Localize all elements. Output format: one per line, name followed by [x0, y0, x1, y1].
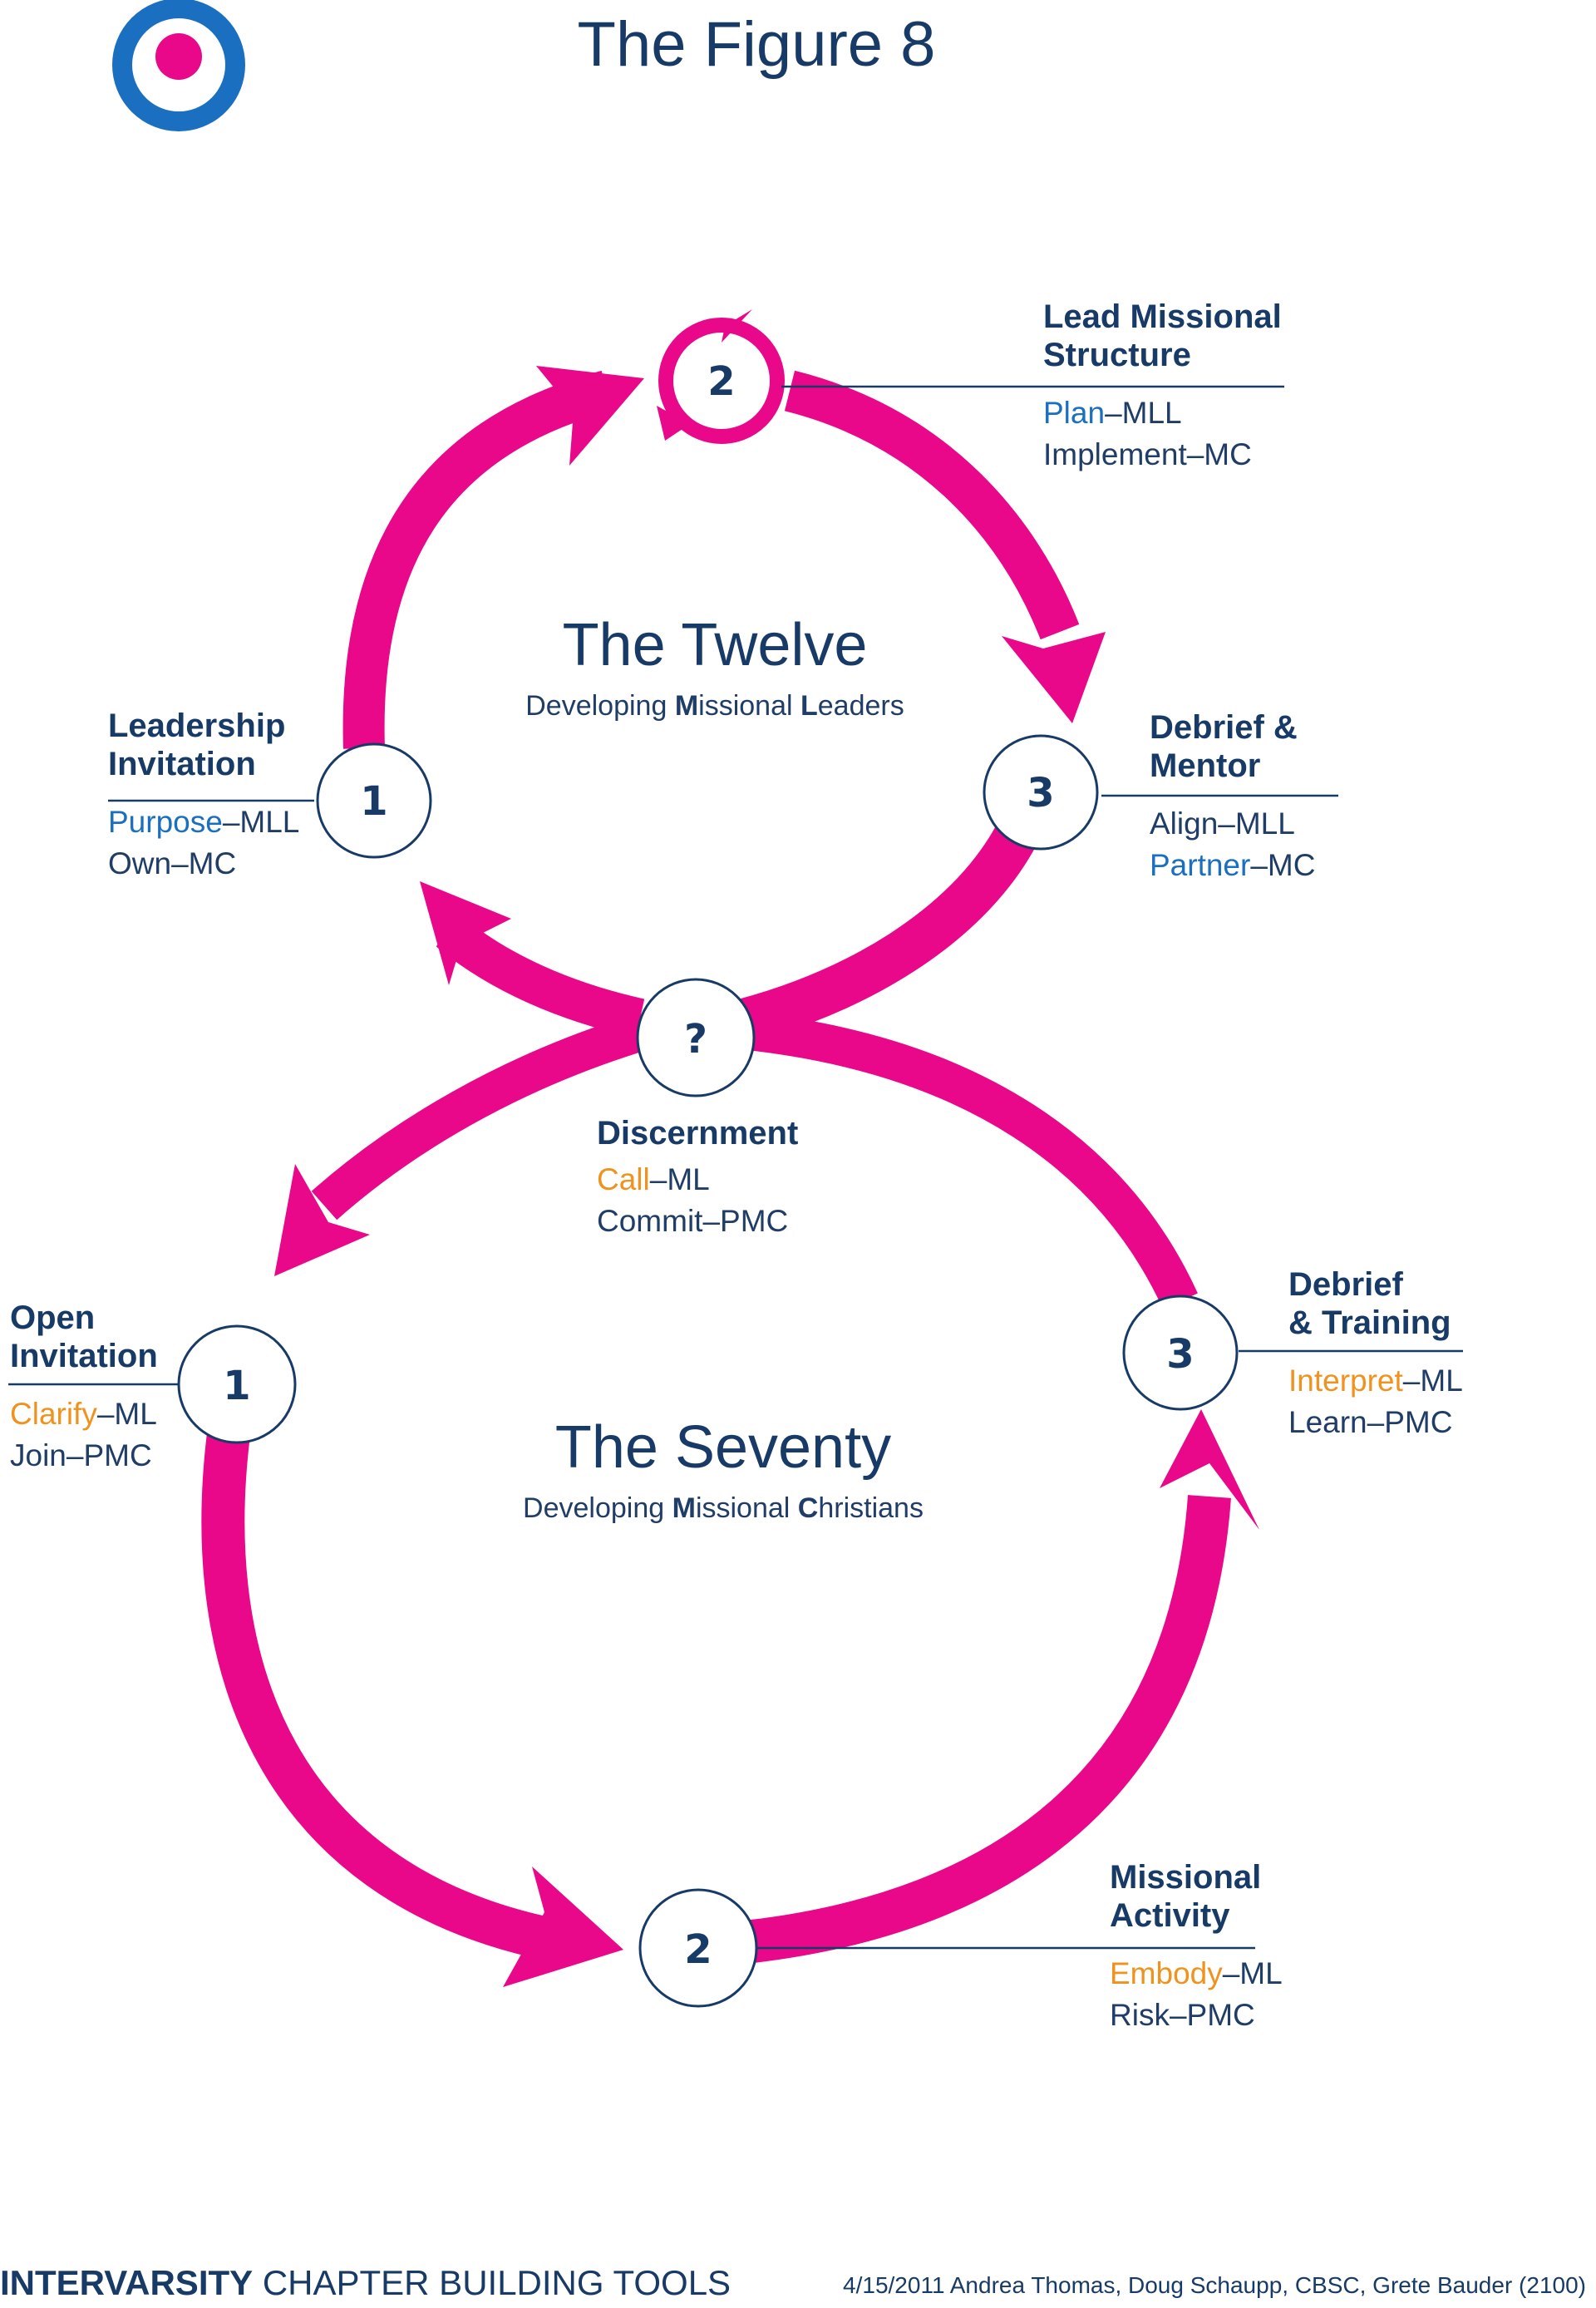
node-upper-1-line1: Purpose–MLL	[108, 805, 300, 839]
node-upper-2-line1: Plan–MLL	[1043, 396, 1182, 430]
node-lower-3-heading-2: & Training	[1288, 1304, 1451, 1341]
upper-loop-name: The Twelve	[562, 612, 868, 678]
arrowhead-to-structure	[536, 366, 644, 466]
arc-open-invitation-to-activity	[201, 1431, 545, 1959]
node-center	[636, 978, 756, 1097]
ring-arrowhead-bottom	[657, 406, 690, 441]
node-lower-1-heading-1: Open	[10, 1299, 96, 1336]
node-lower-3	[1122, 1295, 1239, 1411]
node-upper-2-number: 2	[707, 358, 735, 405]
node-lower-1-line2: Join–PMC	[10, 1438, 152, 1472]
arc-debrief-to-discernment	[694, 794, 1052, 1053]
footer-credits: 4/15/2011 Andrea Thomas, Doug Schaupp, C…	[843, 2272, 1586, 2298]
node-center-heading: Discernment	[597, 1115, 799, 1152]
arc-activity-to-debrief-training	[749, 1495, 1231, 1963]
node-upper-1	[316, 742, 432, 859]
upper-loop-tagline: Developing Missional Leaders	[525, 690, 904, 722]
ring-arrowhead-top	[722, 309, 752, 343]
node-upper-1-line2: Own–MC	[108, 846, 237, 880]
arc-discernment-to-leadership	[436, 915, 645, 1038]
node-upper-3	[983, 734, 1099, 851]
node-upper-3-number: 3	[1027, 770, 1054, 816]
page-title: The Figure 8	[577, 9, 936, 80]
arc-discernment-to-open-invitation	[311, 1012, 650, 1221]
node-lower-1-line1: Clarify–ML	[10, 1397, 157, 1431]
node-lower-3-line2: Learn–PMC	[1288, 1405, 1453, 1439]
node-center-line1: Call–ML	[597, 1162, 710, 1196]
node-upper-2-heading-1: Lead Missional	[1043, 298, 1282, 335]
arrowhead-to-debrief-training	[1160, 1409, 1259, 1530]
arrowhead-to-open-invitation	[274, 1164, 370, 1276]
footer-brand-name: INTERVARSITY	[0, 2263, 254, 2302]
node-upper-1-label: Leadership Invitation Purpose–MLL Own–MC	[108, 707, 299, 885]
node-upper-1-heading-1: Leadership	[108, 708, 286, 744]
node-upper-2-heading-2: Structure	[1043, 337, 1191, 373]
node-lower-2-label: Missional Activity Embody–ML Risk–PMC	[1110, 1858, 1283, 2036]
node-lower-2-heading-1: Missional	[1110, 1859, 1262, 1896]
node-upper-3-line2: Partner–MC	[1150, 848, 1316, 882]
lower-loop-name: The Seventy	[554, 1414, 892, 1481]
node-lower-1	[177, 1324, 297, 1444]
node-upper-3-line1: Align–MLL	[1150, 806, 1295, 841]
node-upper-2-label: Lead Missional Structure Plan–MLL Implem…	[1043, 298, 1282, 476]
footer-brand: INTERVARSITY CHAPTER BUILDING TOOLS	[0, 2263, 731, 2303]
node-center-line2: Commit–PMC	[597, 1204, 789, 1238]
node-upper-1-number: 1	[360, 778, 387, 825]
arrowhead-to-leadership	[420, 881, 511, 985]
node-lower-1-heading-2: Invitation	[10, 1338, 158, 1374]
node-lower-3-heading-1: Debrief	[1288, 1266, 1403, 1303]
footer-tools: CHAPTER BUILDING TOOLS	[253, 2263, 732, 2302]
node-center-label: Discernment Call–ML Commit–PMC	[597, 1114, 798, 1242]
arc-leadership-to-structure	[342, 370, 613, 749]
node-lower-2-number: 2	[684, 1926, 712, 1973]
cycle-ring	[658, 318, 785, 444]
node-upper-2-line2: Implement–MC	[1043, 437, 1252, 471]
node-lower-2-heading-2: Activity	[1110, 1897, 1230, 1934]
node-lower-3-number: 3	[1166, 1331, 1194, 1378]
node-lower-2	[638, 1888, 758, 2008]
node-lower-2-line2: Risk–PMC	[1110, 1998, 1255, 2032]
node-lower-3-label: Debrief & Training Interpret–ML Learn–PM…	[1288, 1265, 1463, 1443]
target-logo-icon	[112, 0, 245, 131]
node-lower-1-label: Open Invitation Clarify–ML Join–PMC	[10, 1299, 158, 1477]
node-lower-3-line1: Interpret–ML	[1288, 1364, 1463, 1398]
arc-debrief-training-to-discernment	[746, 1012, 1198, 1309]
node-lower-1-number: 1	[223, 1363, 250, 1409]
node-upper-3-heading-1: Debrief &	[1150, 709, 1298, 746]
node-upper-1-heading-2: Invitation	[108, 746, 256, 782]
lower-loop-tagline: Developing Missional Christians	[523, 1492, 924, 1524]
arrowhead-to-debrief	[1002, 632, 1106, 723]
node-upper-3-label: Debrief & Mentor Align–MLL Partner–MC	[1150, 708, 1315, 886]
node-center-number: ?	[684, 1016, 707, 1063]
node-lower-2-line1: Embody–ML	[1110, 1956, 1283, 1990]
arc-structure-to-debrief	[784, 370, 1080, 640]
node-upper-3-heading-2: Mentor	[1150, 747, 1261, 784]
arrowhead-to-activity	[503, 1867, 623, 1987]
